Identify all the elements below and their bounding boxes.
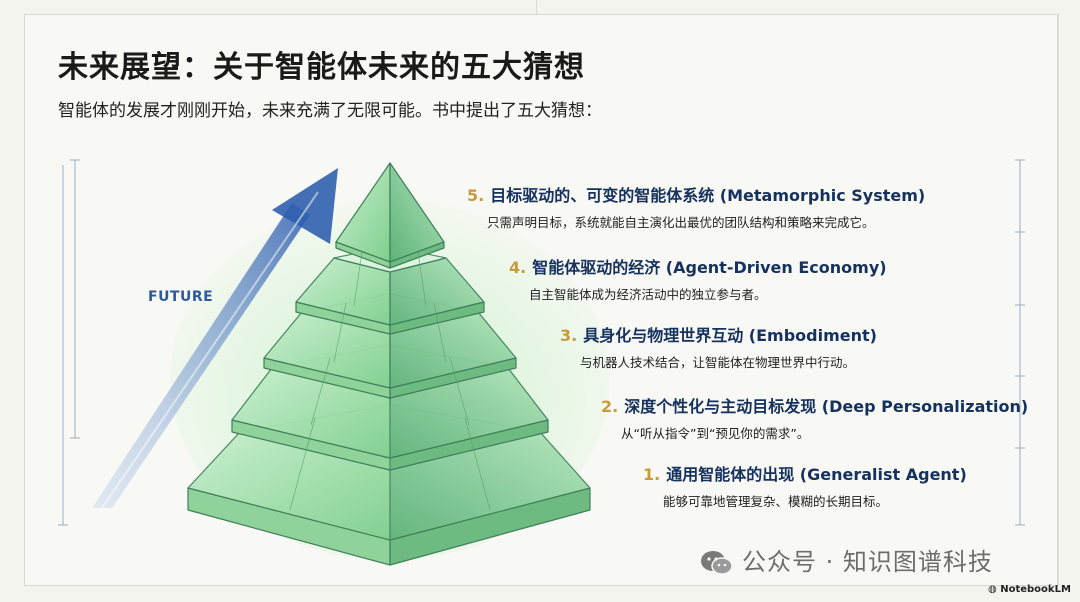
item-desc: 与机器人技术结合，让智能体在物理世界中行动。 — [580, 355, 856, 370]
badge-icon: ◍ — [988, 584, 1001, 595]
item-number: 4. — [509, 258, 527, 277]
grid-line — [1058, 14, 1059, 586]
notebooklm-badge: ◍ NotebookLM — [988, 584, 1071, 595]
conjecture-item-3: 3. 具身化与物理世界互动 (Embodiment) 与机器人技术结合，让智能体在… — [560, 322, 877, 371]
future-arrow-icon — [92, 168, 338, 509]
badge-text: NotebookLM — [1000, 584, 1071, 595]
conjecture-item-2: 2. 深度个性化与主动目标发现 (Deep Personalization) 从“… — [601, 393, 1028, 442]
watermark-text: 公众号 · 知识图谱科技 — [742, 548, 993, 576]
conjecture-item-5: 5. 目标驱动的、可变的智能体系统 (Metamorphic System) 只需… — [467, 182, 925, 231]
left-guides — [58, 159, 80, 526]
item-title: 目标驱动的、可变的智能体系统 (Metamorphic System) — [490, 186, 926, 205]
watermark: 公众号 · 知识图谱科技 — [700, 542, 993, 577]
item-desc: 只需声明目标，系统就能自主演化出最优的团队结构和策略来完成它。 — [487, 215, 875, 230]
page-subtitle: 智能体的发展才刚刚开始，未来充满了无限可能。书中提出了五大猜想： — [58, 101, 602, 121]
item-title: 具身化与物理世界互动 (Embodiment) — [583, 326, 877, 345]
grid-line — [536, 0, 537, 14]
wechat-icon — [701, 551, 733, 575]
item-desc: 自主智能体成为经济活动中的独立参与者。 — [529, 287, 767, 302]
right-guides — [1015, 159, 1025, 526]
item-desc: 能够可靠地管理复杂、模糊的长期目标。 — [663, 494, 889, 509]
item-title: 通用智能体的出现 (Generalist Agent) — [666, 465, 967, 484]
conjecture-item-1: 1. 通用智能体的出现 (Generalist Agent) 能够可靠地管理复杂、… — [643, 461, 967, 510]
item-title: 智能体驱动的经济 (Agent-Driven Economy) — [532, 258, 887, 277]
item-title: 深度个性化与主动目标发现 (Deep Personalization) — [624, 397, 1029, 416]
item-number: 3. — [560, 326, 578, 345]
conjecture-item-4: 4. 智能体驱动的经济 (Agent-Driven Economy) 自主智能体成… — [509, 254, 887, 303]
page-title: 未来展望：关于智能体未来的五大猜想 — [58, 50, 585, 85]
future-label: FUTURE — [148, 289, 214, 305]
item-desc: 从“听从指令”到“预见你的需求”。 — [621, 426, 810, 441]
item-number: 2. — [601, 397, 619, 416]
item-number: 1. — [643, 465, 661, 484]
item-number: 5. — [467, 186, 485, 205]
